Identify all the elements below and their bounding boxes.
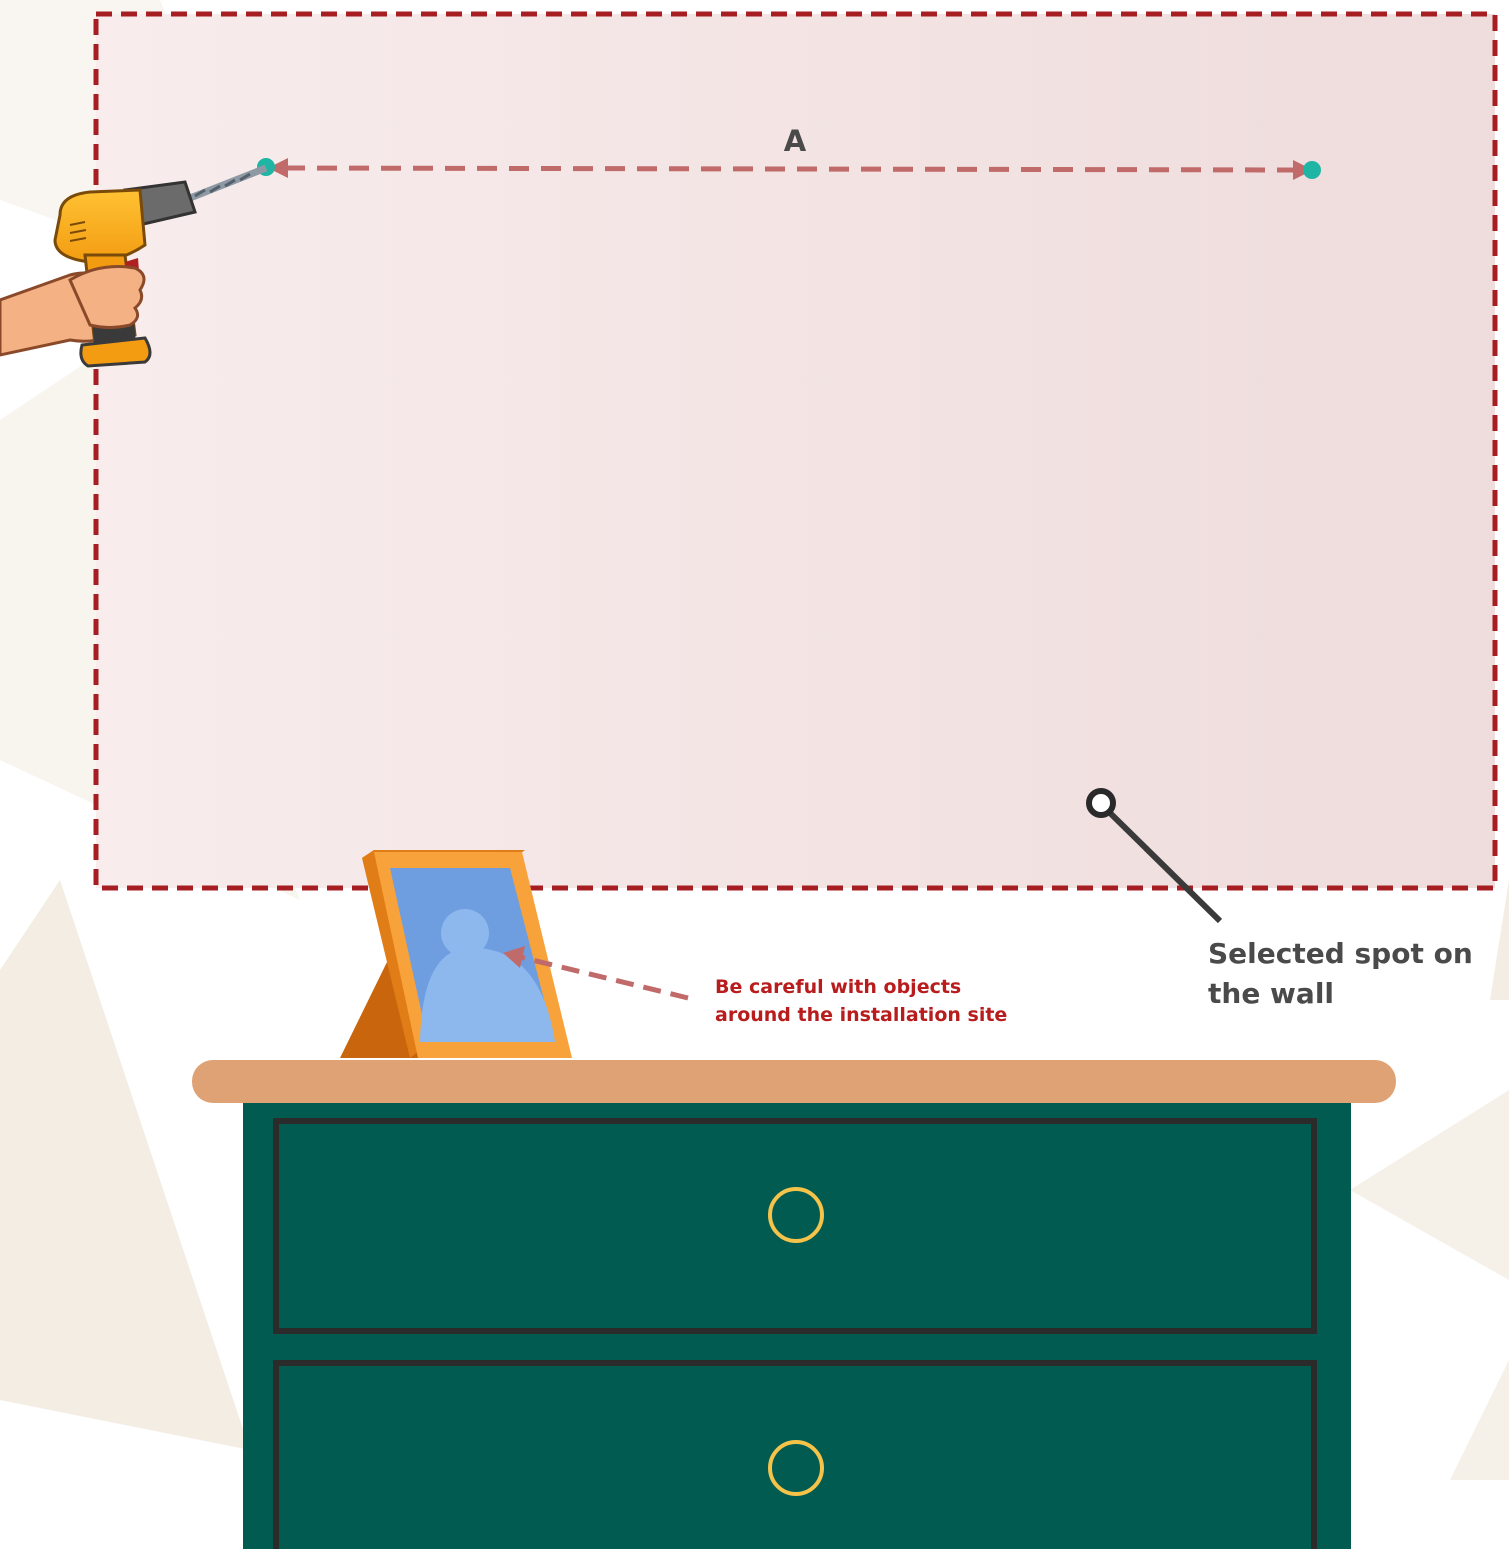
photo-frame-icon: [340, 850, 572, 1058]
distance-label-a: A: [783, 124, 807, 158]
dresser-drawer-2: [273, 1360, 1317, 1549]
spot-label-line-1: Selected spot on: [1208, 937, 1473, 970]
power-drill-icon: [0, 164, 268, 368]
drawer-knob-1: [768, 1187, 824, 1243]
caution-arrow: [503, 946, 689, 1001]
dresser: [192, 1060, 1396, 1549]
spot-label-line-2: the wall: [1208, 977, 1335, 1010]
measurement-line-a: [257, 158, 1321, 180]
dresser-top: [192, 1060, 1396, 1103]
caution-note: Be careful with objects around the insta…: [715, 973, 1055, 1029]
drawer-knob-2: [768, 1440, 824, 1496]
selected-spot-label: Selected spot on the wall: [1208, 934, 1508, 1014]
location-pin-icon: [1086, 788, 1223, 924]
caution-line-1: Be careful with objects: [715, 976, 962, 998]
selected-wall-area: [93, 11, 1498, 891]
right-endpoint-marker: [1303, 161, 1321, 179]
dresser-drawer-1: [273, 1118, 1317, 1334]
caution-line-2: around the installation site: [715, 1004, 1008, 1026]
